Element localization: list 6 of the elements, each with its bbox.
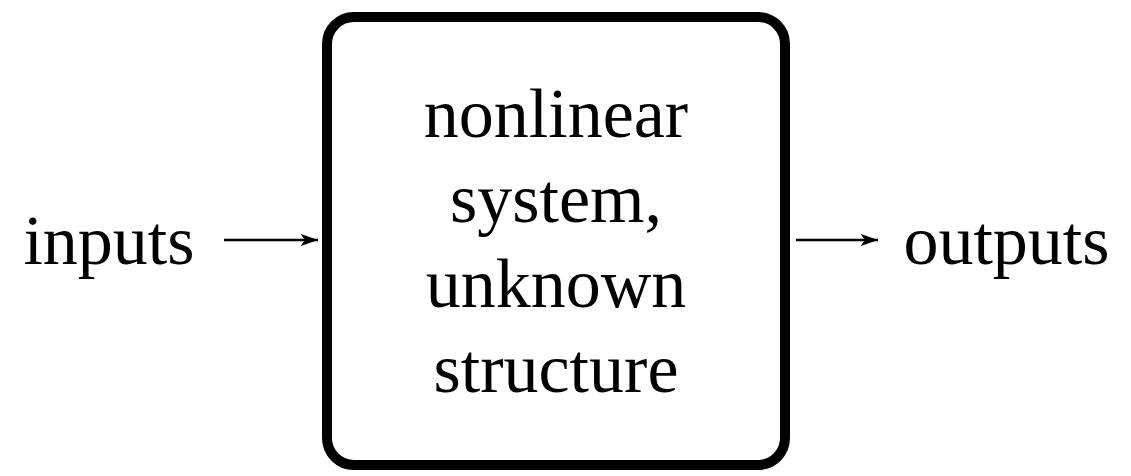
- arrow: [796, 233, 878, 247]
- io-label: outputs: [903, 200, 1110, 281]
- io-label: inputs: [23, 200, 195, 281]
- arrow: [224, 233, 318, 247]
- process-box: [322, 12, 790, 470]
- box-text: nonlinear system, unknown structure: [422, 74, 690, 409]
